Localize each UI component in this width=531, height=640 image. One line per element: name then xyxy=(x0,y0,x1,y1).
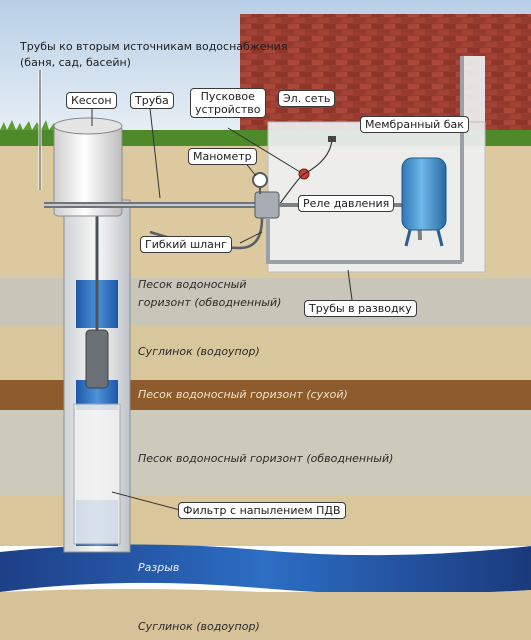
submersible-pump xyxy=(85,329,109,389)
layer-loam-2-edge xyxy=(0,589,531,596)
layer-label-loam-1: Суглинок (водоупор) xyxy=(138,345,260,358)
callout-pipe xyxy=(149,107,161,199)
label-pressure-relay: Реле давления xyxy=(298,195,395,212)
layer-label-sand-wet-2: Песок водоносный горизонт (обводненный) xyxy=(138,452,394,465)
label-starter-line1: Пусковое xyxy=(200,90,255,103)
power-plug xyxy=(328,136,336,142)
label-power: Эл. сеть xyxy=(278,90,336,107)
grass-blades xyxy=(0,120,531,130)
label-manometer: Манометр xyxy=(188,148,257,165)
label-pipe: Труба xyxy=(130,92,174,109)
label-distribution: Трубы в разводку xyxy=(304,300,417,317)
layer-label-sand-wet-1-line2: горизонт (обводненный) xyxy=(138,296,282,309)
label-membrane-tank: Мембранный бак xyxy=(360,116,469,133)
layer-label-sand-dry: Песок водоносный горизонт (сухой) xyxy=(138,388,348,401)
pressure-relay-body xyxy=(254,191,280,219)
label-flex-hose: Гибкий шланг xyxy=(140,236,232,253)
callout-filter xyxy=(111,491,181,511)
label-caisson: Кессон xyxy=(66,92,117,109)
power-cable xyxy=(303,139,333,175)
layer-label-loam-2: Суглинок (водоупор) xyxy=(138,620,260,633)
callout-starter xyxy=(227,127,301,173)
layer-label-fault: Разрыв xyxy=(138,561,180,574)
distribution-pipe xyxy=(266,218,462,264)
label-filter: Фильтр с напылением ПДВ xyxy=(178,502,346,519)
membrane-tank-body xyxy=(401,157,447,231)
layer-loam-2 xyxy=(0,592,531,640)
layer-label-sand-wet-1-line1: Песок водоносный xyxy=(138,278,247,291)
callout-flex-hose xyxy=(239,231,263,244)
starter-cable xyxy=(278,173,305,206)
caisson-lid xyxy=(53,117,123,135)
filter-element xyxy=(73,403,121,545)
tank-leg-right xyxy=(436,229,444,247)
tank-leg-left xyxy=(404,229,412,247)
label-second-sources-line1: Трубы ко вторым источникам водоснабжения xyxy=(20,40,288,53)
callout-distribution xyxy=(347,269,353,301)
label-starter-line2: устройство xyxy=(195,103,261,116)
layer-fault xyxy=(0,544,531,595)
label-starter: Пусковое устройство xyxy=(190,88,266,118)
label-second-sources-line2: (баня, сад, басейн) xyxy=(20,56,131,69)
